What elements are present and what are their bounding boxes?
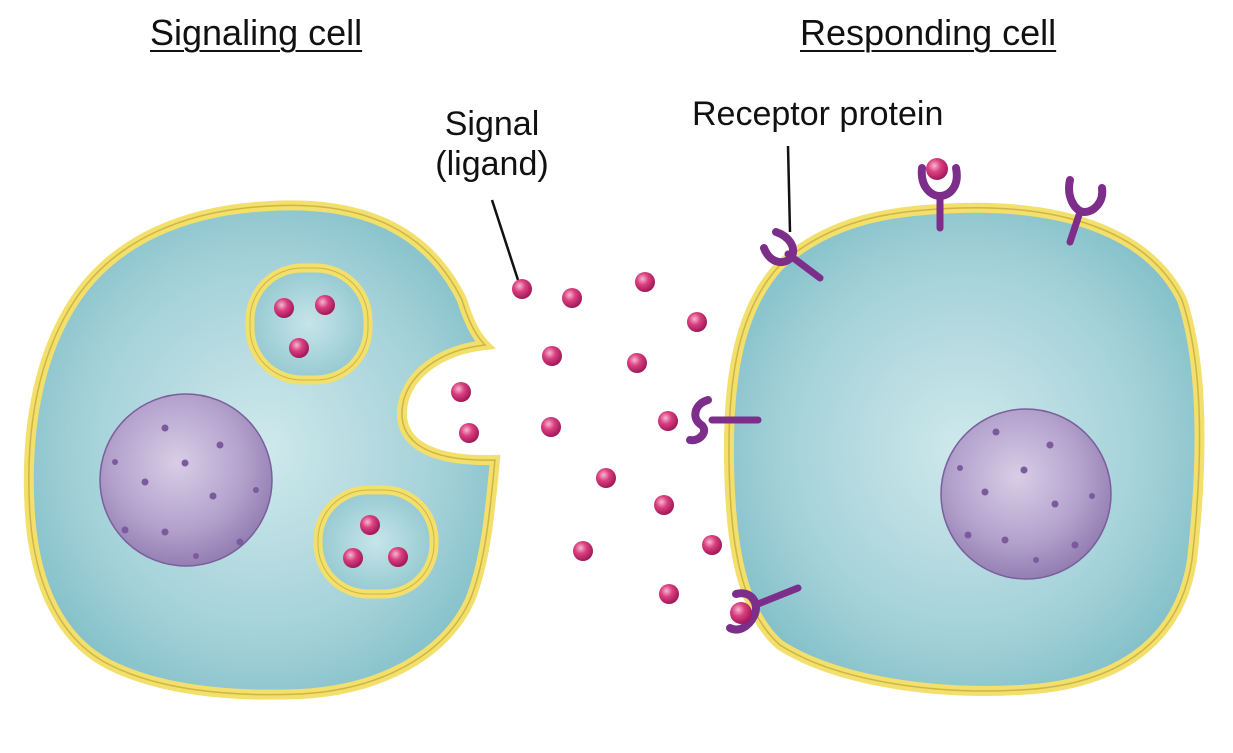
ligand-molecules: [274, 158, 948, 624]
vesicle-top: [245, 263, 373, 385]
ligand-free: [541, 417, 561, 437]
signaling-cell-title: Signaling cell: [150, 12, 363, 53]
signal-callout-line: [490, 199, 520, 281]
ligand-free: [654, 495, 674, 515]
ligand-vesicle-top-3: [289, 338, 309, 358]
ligand-free: [658, 411, 678, 431]
ligand-free: [542, 346, 562, 366]
ligand-vesicle-bottom-3: [388, 547, 408, 567]
ligand-free: [573, 541, 593, 561]
ligand-vesicle-top-2: [315, 295, 335, 315]
receptor-middle-left: [686, 396, 762, 445]
responding-cell: [723, 202, 1205, 696]
ligand-free: [512, 279, 532, 299]
receptor-top-bound: [917, 164, 961, 232]
ligand-free: [596, 468, 616, 488]
ligand-bound-lower: [730, 602, 752, 624]
receptor-protein-label: Receptor protein: [692, 95, 944, 133]
ligand-free: [687, 312, 707, 332]
signal-label: Signal (ligand): [420, 104, 564, 184]
receptor-proteins: [686, 164, 1107, 634]
ligand-free: [702, 535, 722, 555]
receptor-top-right: [1065, 176, 1107, 246]
vesicle-bottom: [313, 485, 439, 599]
signaling-cell: [23, 200, 501, 700]
ligand-free: [635, 272, 655, 292]
callout-lines: [490, 145, 792, 281]
responding-cell-title: Responding cell: [800, 12, 1057, 53]
responding-cell-nucleus: [940, 408, 1112, 580]
ligand-free: [562, 288, 582, 308]
signal-label-line2: (ligand): [435, 145, 549, 183]
ligand-vesicle-top-1: [274, 298, 294, 318]
ligand-vesicle-bottom-2: [343, 548, 363, 568]
responding-cell-membrane-outline: [728, 207, 1201, 692]
signaling-cell-membrane-outline: [28, 204, 496, 696]
receptor-lower-left-bound: [726, 584, 802, 634]
ligand-free: [627, 353, 647, 373]
ligand-bound-top: [926, 158, 948, 180]
ligand-free: [451, 382, 471, 402]
receptor-callout-line: [786, 145, 792, 233]
ligand-vesicle-bottom-1: [360, 515, 380, 535]
signal-label-line1: Signal: [444, 105, 540, 143]
ligand-free: [459, 423, 479, 443]
signaling-cell-nucleus: [99, 393, 273, 567]
receptor-upper-left: [760, 228, 824, 282]
ligand-free: [659, 584, 679, 604]
